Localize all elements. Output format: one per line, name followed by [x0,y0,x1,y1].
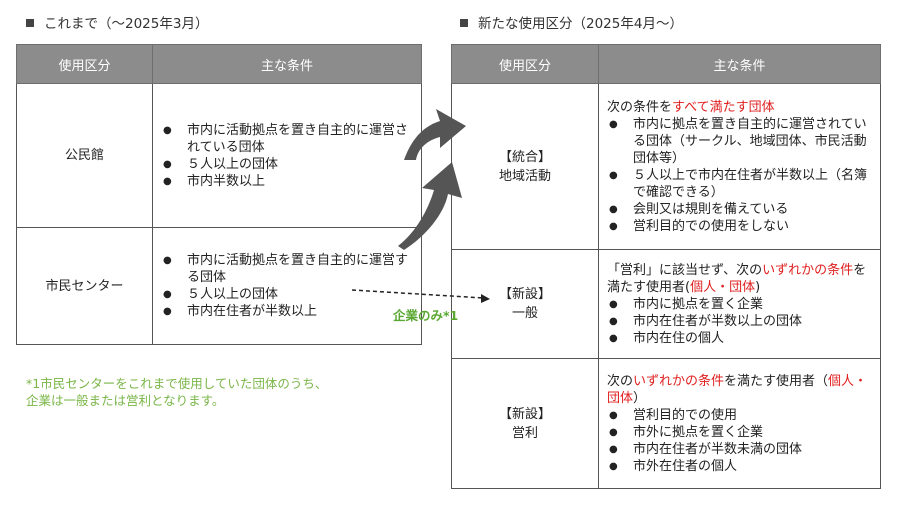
condition-list: 市内に活動拠点を置き自主的に運営する団体 ５人以上の団体 市内在住者が半数以上 [161,252,415,320]
list-item: 市内在住者が半数未満の団体 [607,441,874,458]
kind-tag: 【統合】 [498,149,551,165]
list-item: 市内半数以上 [161,173,415,190]
new-usage-table: 使用区分 主な条件 【統合】 地域活動 次の条件をすべて満たす団体 市内に拠点を… [451,44,881,489]
footnote-line: *1市民センターをこれまで使用していた団体のうち、 [26,375,327,392]
footnote: *1市民センターをこれまで使用していた団体のうち、 企業は一般または営利となりま… [26,375,327,409]
list-item: 会則又は規則を備えている [607,201,874,218]
condition-lead: 「営利」に該当せず、次のいずれかの条件を満たす使用者(個人・団体) [607,262,874,296]
kind-name: 地域活動 [498,168,551,184]
left-heading: これまで（～2025年3月） [26,12,208,32]
list-item: 市内在住者が半数以上 [161,303,415,320]
list-item: 市外在住者の個人 [607,458,874,475]
list-item: ５人以上で市内在住者が半数以上（名簿で確認できる） [607,167,874,201]
lead-text: 次の条件を [607,99,673,115]
table-row: 【新設】 営利 次のいずれかの条件を満たす使用者（個人・団体） 営利目的での使用… [451,358,881,489]
square-bullet-icon [460,19,468,27]
list-item: 市内に拠点を置く企業 [607,296,874,313]
lead-emphasis: 個人・団体 [690,279,756,295]
list-item: 市内に拠点を置き自主的に運営されている団体（サークル、地域団体、市民活動団体等） [607,116,874,167]
footnote-line: 企業は一般または営利となります。 [26,393,225,408]
lead-text: 次の [607,373,634,389]
conditions-cell: 次の条件をすべて満たす団体 市内に拠点を置き自主的に運営されている団体（サークル… [598,83,881,250]
lead-emphasis: いずれかの条件 [762,262,854,278]
lead-emphasis: 個人・団体 [607,373,868,406]
table-row: 【統合】 地域活動 次の条件をすべて満たす団体 市内に拠点を置き自主的に運営され… [451,83,881,250]
table-header-row: 使用区分 主な条件 [16,44,422,84]
kind-name: 営利 [511,425,538,441]
dashed-arrow-line [351,289,485,299]
right-heading-text: 新たな使用区分（2025年4月～） [478,16,683,32]
list-item: 市内在住の個人 [607,330,874,347]
list-item: 市内在住者が半数以上の団体 [607,313,874,330]
footnote-text: 市民センターをこれまで使用していた団体のうち、 [40,376,328,391]
lead-text: ） [633,390,647,406]
table-row: 【新設】 一般 「営利」に該当せず、次のいずれかの条件を満たす使用者(個人・団体… [451,249,881,359]
usage-kind-chiiki-katsudo: 【統合】 地域活動 [451,83,599,250]
list-item: 営利目的での使用をしない [607,218,874,235]
list-item: 市内に活動拠点を置き自主的に運営されている団体 [161,122,415,156]
kind-tag: 【新設】 [498,287,551,302]
list-item: ５人以上の団体 [161,286,415,303]
header-usage-category: 使用区分 [16,44,153,84]
companies-only-label: 企業のみ*1 [393,308,459,323]
lead-text: 「営利」に該当せず、次の [607,262,763,278]
header-main-conditions: 主な条件 [598,44,881,84]
list-item: 市内に活動拠点を置き自主的に運営する団体 [161,252,415,286]
list-item: ５人以上の団体 [161,156,415,173]
right-heading: 新たな使用区分（2025年4月～） [460,12,683,32]
kind-tag: 【新設】 [498,406,551,422]
condition-list: 市内に拠点を置き自主的に運営されている団体（サークル、地域団体、市民活動団体等）… [607,116,874,235]
condition-list: 営利目的での使用 市外に拠点を置く企業 市内在住者が半数未満の団体 市外在住者の… [607,407,874,475]
lead-emphasis: すべて満たす団体 [672,99,775,115]
lead-text: を満たす使用者（ [724,373,829,389]
current-usage-table: 使用区分 主な条件 公民館 市内に活動拠点を置き自主的に運営されている団体 ５人… [16,44,422,345]
condition-lead: 次のいずれかの条件を満たす使用者（個人・団体） [607,373,874,407]
conditions-cell: 市内に活動拠点を置き自主的に運営する団体 ５人以上の団体 市内在住者が半数以上 [152,227,422,345]
square-bullet-icon [26,19,34,27]
usage-kind-ippan: 【新設】 一般 [451,249,599,359]
kind-name: 一般 [511,306,538,321]
condition-list: 市内に活動拠点を置き自主的に運営されている団体 ５人以上の団体 市内半数以上 [161,122,415,190]
condition-list: 市内に拠点を置く企業 市内在住者が半数以上の団体 市内在住の個人 [607,296,874,347]
lead-text: ) [755,279,761,295]
table-header-row: 使用区分 主な条件 [451,44,881,84]
conditions-cell: 「営利」に該当せず、次のいずれかの条件を満たす使用者(個人・団体) 市内に拠点を… [598,249,881,359]
footnote-mark: *1 [26,376,41,391]
usage-kind-shimin-center: 市民センター [16,227,153,345]
condition-lead: 次の条件をすべて満たす団体 [607,99,874,116]
dashed-arrow-head-icon [481,294,490,303]
curved-arrow-icon [398,162,462,250]
lead-emphasis: いずれかの条件 [633,373,725,389]
lead-text: を満たす使用者( [607,262,867,295]
list-item: 営利目的での使用 [607,407,874,424]
left-heading-text: これまで（～2025年3月） [44,16,209,32]
header-main-conditions: 主な条件 [152,44,422,84]
header-usage-category: 使用区分 [451,44,599,84]
list-item: 市外に拠点を置く企業 [607,424,874,441]
curved-arrow-icon [404,109,466,160]
table-row: 市民センター 市内に活動拠点を置き自主的に運営する団体 ５人以上の団体 市内在住… [16,227,422,345]
conditions-cell: 次のいずれかの条件を満たす使用者（個人・団体） 営利目的での使用 市外に拠点を置… [598,358,881,489]
